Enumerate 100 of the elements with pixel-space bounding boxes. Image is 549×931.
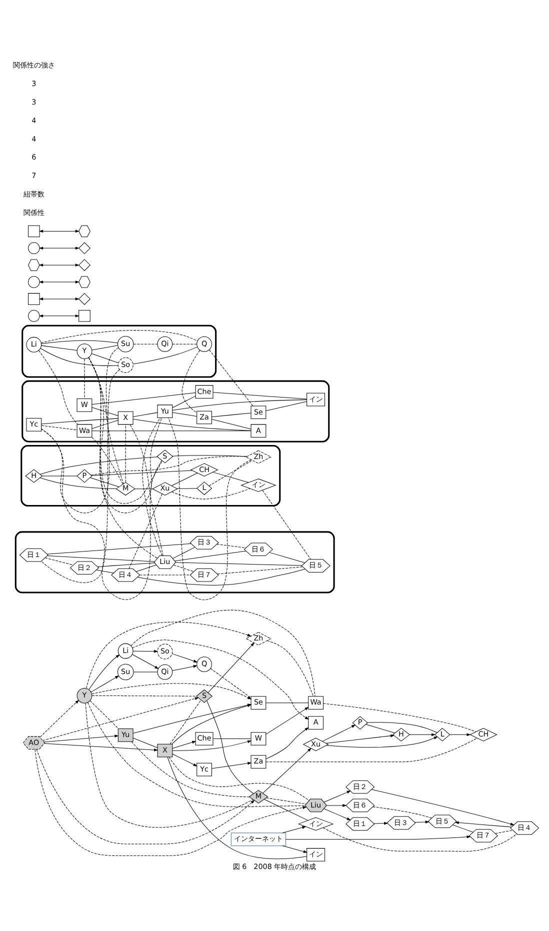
node-circle	[28, 310, 40, 322]
arrow	[172, 740, 196, 748]
arrow	[454, 820, 512, 827]
connector	[96, 569, 114, 573]
arrow	[266, 706, 309, 734]
connector	[262, 490, 311, 559]
node-hexagon	[28, 258, 40, 270]
connector	[92, 420, 118, 428]
node-hexagon	[78, 276, 90, 288]
arrow	[282, 845, 308, 852]
connector	[92, 392, 196, 404]
connector	[182, 350, 200, 413]
node-diamond	[78, 242, 90, 254]
connector	[266, 400, 307, 410]
arrow	[86, 621, 252, 688]
connector	[172, 412, 198, 416]
connector	[125, 424, 126, 482]
arrow	[450, 732, 471, 736]
connector	[167, 756, 307, 859]
arrow	[208, 642, 255, 692]
connector	[40, 348, 118, 366]
arrow	[38, 263, 80, 266]
connector	[128, 493, 162, 568]
arrow	[132, 654, 159, 668]
arrow	[34, 748, 307, 856]
arrow	[211, 761, 252, 768]
connector	[97, 562, 155, 567]
node-circle	[28, 242, 40, 254]
node-box	[28, 292, 40, 304]
connector	[41, 368, 120, 582]
connector	[176, 562, 302, 566]
connector	[210, 668, 252, 698]
connector	[212, 471, 249, 482]
connector	[91, 352, 119, 363]
connector	[130, 609, 316, 696]
connector	[47, 555, 155, 562]
connector	[46, 542, 192, 554]
connector	[92, 694, 197, 696]
connector	[88, 356, 124, 484]
arrow	[326, 734, 395, 744]
connector	[133, 343, 158, 344]
connector	[90, 476, 120, 487]
cluster	[22, 324, 217, 378]
connector	[266, 640, 314, 696]
connector	[172, 488, 250, 499]
connector	[264, 798, 308, 820]
connector	[266, 797, 306, 804]
arrow	[44, 734, 119, 742]
connector	[495, 829, 514, 834]
connector	[132, 412, 158, 417]
connector	[90, 700, 119, 728]
connector	[137, 568, 306, 585]
node-hexagon	[78, 224, 90, 237]
arrow	[44, 742, 158, 751]
arrow	[38, 229, 80, 232]
connector	[323, 702, 476, 732]
connector	[209, 349, 254, 406]
connector	[131, 740, 250, 797]
arrow	[266, 726, 309, 759]
connector	[170, 699, 202, 744]
cluster	[14, 530, 335, 593]
connector	[132, 418, 252, 430]
connector	[132, 737, 158, 748]
arrow	[414, 820, 430, 823]
node-box	[28, 224, 40, 237]
connector	[452, 824, 474, 832]
connector	[41, 418, 118, 424]
connector	[41, 344, 78, 350]
arrow	[36, 748, 255, 844]
arrow	[322, 724, 356, 742]
connector	[172, 398, 307, 410]
connector	[322, 826, 517, 852]
connector	[92, 344, 118, 350]
node-diamond	[78, 258, 90, 271]
arrow	[90, 675, 120, 692]
arrow	[371, 788, 515, 825]
node-box	[78, 310, 90, 322]
connector	[132, 346, 198, 364]
connector	[266, 702, 308, 703]
arrow	[38, 297, 80, 300]
connector	[208, 460, 252, 486]
cluster	[22, 380, 330, 442]
arrow	[132, 649, 158, 652]
connector	[41, 346, 119, 513]
arrow	[42, 696, 199, 740]
connector	[217, 566, 304, 574]
arrow	[40, 699, 80, 737]
arrow	[38, 314, 80, 317]
connector	[88, 356, 158, 558]
connector	[173, 564, 194, 572]
connector	[142, 417, 162, 556]
connector	[134, 488, 153, 489]
connector	[168, 417, 252, 600]
arrow	[172, 664, 198, 670]
connector	[133, 671, 158, 672]
cluster	[20, 444, 281, 506]
connector	[92, 436, 124, 484]
connector	[41, 340, 118, 344]
connector	[174, 550, 246, 561]
arrow	[38, 246, 80, 250]
